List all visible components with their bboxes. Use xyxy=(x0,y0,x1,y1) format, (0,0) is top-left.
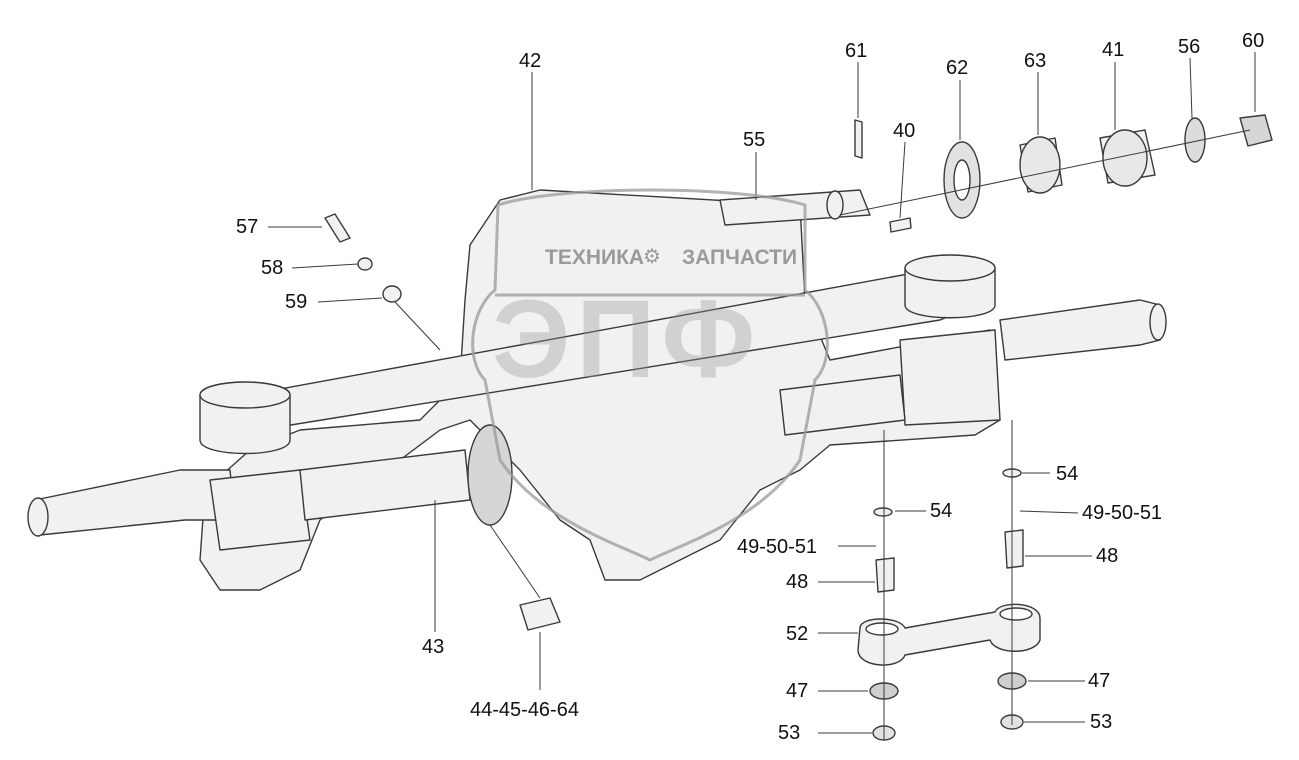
callout-54-right: 54 xyxy=(1056,463,1079,485)
pin-48-left xyxy=(875,557,895,593)
cotter-pin-61 xyxy=(854,119,863,159)
washer-56 xyxy=(1184,117,1206,163)
watermark-logo: ЭПФ xyxy=(492,278,762,401)
pin-40 xyxy=(889,217,912,233)
gear-icon: ⚙ xyxy=(643,246,661,268)
callout-48-right: 48 xyxy=(1096,545,1119,567)
callout-40: 40 xyxy=(893,120,916,142)
callout-53-left: 53 xyxy=(778,722,801,744)
nut-60 xyxy=(1239,114,1273,147)
callout-42: 42 xyxy=(519,50,542,72)
left-shaft-tube xyxy=(299,449,471,521)
left-knuckle xyxy=(209,469,311,551)
callout-49-50-51-right: 49-50-51 xyxy=(1082,502,1163,524)
callout-43: 43 xyxy=(422,636,445,658)
callout-49-50-51-left: 49-50-51 xyxy=(737,536,818,558)
ring-54-left xyxy=(873,507,893,517)
flange xyxy=(467,424,513,526)
callout-62: 62 xyxy=(946,57,969,79)
callout-60: 60 xyxy=(1242,30,1265,52)
axle-housing xyxy=(199,189,1001,591)
pin-48-right xyxy=(1004,529,1024,569)
callout-54-left: 54 xyxy=(930,500,953,522)
callout-47-right: 47 xyxy=(1088,670,1111,692)
callout-41: 41 xyxy=(1102,39,1125,61)
bolt-57 xyxy=(324,213,351,243)
right-knuckle xyxy=(899,329,1001,426)
arm-52 xyxy=(857,603,1041,666)
callout-48-left: 48 xyxy=(786,571,809,593)
callout-57: 57 xyxy=(236,216,259,238)
washer-58 xyxy=(357,257,373,271)
callout-44-45-46-64: 44-45-46-64 xyxy=(470,699,579,721)
callout-59: 59 xyxy=(285,291,308,313)
right-shaft-tube xyxy=(779,374,906,436)
right-axle-shaft xyxy=(999,299,1161,361)
callout-58: 58 xyxy=(261,257,284,279)
watermark-text-right: ЗАПЧАСТИ xyxy=(682,246,798,269)
block-44 xyxy=(519,597,561,631)
callout-53-right: 53 xyxy=(1090,711,1113,733)
watermark-shield xyxy=(471,188,829,562)
callout-56: 56 xyxy=(1178,36,1201,58)
callout-63: 63 xyxy=(1024,50,1047,72)
watermark-text-left: ТЕХНИКА xyxy=(545,246,645,269)
callout-61: 61 xyxy=(845,40,868,62)
nut-59 xyxy=(382,285,402,303)
callout-55: 55 xyxy=(743,129,766,151)
callout-52: 52 xyxy=(786,623,809,645)
callout-47-left: 47 xyxy=(786,680,809,702)
